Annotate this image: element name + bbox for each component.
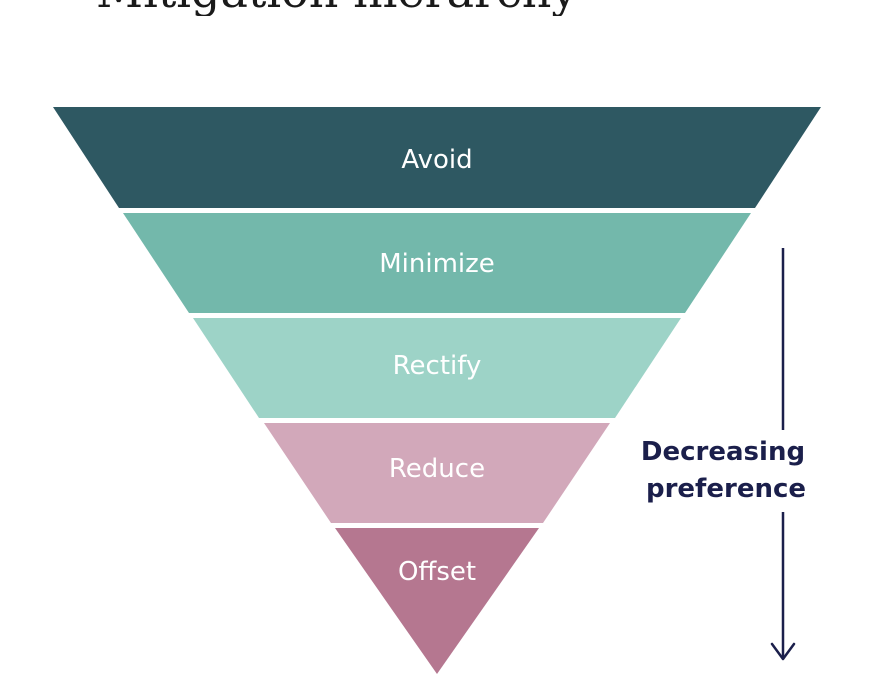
arrow-label-line2: preference: [646, 474, 806, 504]
layer-rectify-shape: [193, 318, 681, 418]
layer-avoid: Avoid: [53, 107, 821, 208]
arrow-label-line1: Decreasing: [641, 437, 805, 467]
page-title-region: Mitigation hierarchy: [0, 0, 874, 16]
layer-reduce-shape: [264, 423, 610, 523]
layer-avoid-label: Avoid: [401, 145, 472, 175]
layer-rectify: Rectify: [193, 318, 681, 418]
layer-reduce: Reduce: [264, 423, 610, 523]
layer-minimize-shape: [123, 213, 751, 313]
layer-minimize-label: Minimize: [379, 249, 495, 279]
layer-offset-label: Offset: [398, 557, 476, 587]
arrow-down-icon: [770, 642, 796, 661]
decreasing-preference-arrow: Decreasing preference: [641, 248, 806, 661]
layer-minimize: Minimize: [123, 213, 751, 313]
layer-avoid-shape: [53, 107, 821, 208]
layer-rectify-label: Rectify: [393, 351, 482, 381]
layer-offset-shape: [335, 528, 539, 674]
layer-offset: Offset: [335, 528, 539, 674]
page-title: Mitigation hierarchy: [96, 0, 577, 16]
layer-reduce-label: Reduce: [389, 454, 485, 484]
